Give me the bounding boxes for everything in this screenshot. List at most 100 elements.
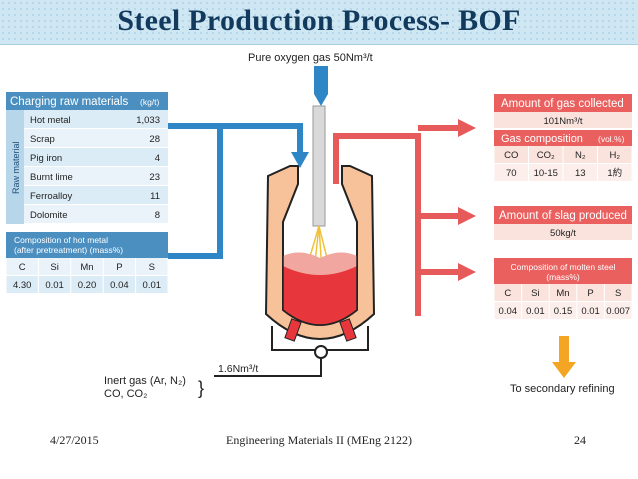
steel-value-cell [549, 302, 577, 319]
hot-metal-label-cell [136, 258, 168, 275]
hot-metal-value-cell [103, 276, 136, 293]
slide-title: Steel Production Process- BOF [117, 4, 521, 37]
oxygen-lance [312, 105, 326, 227]
gas-header: Amount of gas collected [501, 98, 624, 110]
steel-value-cell [522, 302, 549, 319]
hot-metal-header-2: (after pretreatment) (mass%) [14, 245, 123, 255]
steel-header-bg [494, 258, 632, 284]
secondary-refining-label: To secondary refining [510, 383, 615, 395]
charging-row-value: 28 [149, 134, 160, 145]
gas-label-cell [494, 146, 528, 163]
charging-table: Charging raw materials (kg/t) Raw materi… [6, 92, 168, 224]
footer-page: 24 [574, 433, 586, 447]
charging-row [24, 167, 168, 185]
hot-metal-label: C [19, 262, 26, 273]
hot-metal-table: Composition of hot metal (after pretreat… [6, 232, 168, 293]
hot-metal-value: 0.04 [110, 280, 129, 291]
steel-value: 0.01 [581, 306, 600, 317]
steel-header-2: (mass%) [546, 272, 580, 282]
steel-label: C [504, 288, 511, 299]
slag-arrow-head [458, 207, 476, 225]
oxygen-label: Pure oxygen gas 50Nm³/t [248, 52, 373, 64]
slag-layer [283, 252, 357, 275]
hot-metal-value: 0.01 [45, 280, 64, 291]
charging-unit: (kg/t) [140, 97, 160, 107]
charging-row [24, 129, 168, 147]
slag-table: Amount of slag produced 50kg/t [494, 206, 632, 240]
hot-metal-label: Mn [80, 262, 93, 273]
gas-value-cell [494, 164, 528, 181]
steel-label-cell [522, 284, 549, 301]
charging-row-value: 1,033 [136, 115, 160, 126]
bottom-tuyere-left [284, 318, 302, 342]
charging-row-value: 8 [155, 210, 160, 221]
charging-row-name: Burnt lime [30, 172, 73, 183]
title-pattern [0, 0, 638, 44]
gas-value: 10-15 [534, 168, 558, 179]
steel-value: 0.007 [606, 306, 630, 317]
hot-metal-header-1: Composition of hot metal [14, 235, 108, 245]
steel-label: Mn [556, 288, 569, 299]
hot-metal-label-cell [103, 258, 136, 275]
steel-label-cell [549, 284, 577, 301]
charging-arrow [168, 123, 303, 154]
steel-value: 0.15 [554, 306, 573, 317]
charging-header: Charging raw materials [10, 96, 128, 108]
hot-metal-header-bg [6, 232, 168, 258]
steel-value-cell [577, 302, 604, 319]
inert-gas-pipe-left [271, 326, 318, 351]
hot-metal-value: 0.01 [143, 280, 162, 291]
steel-arrow-head [458, 263, 476, 281]
bof-diagram: Pure oxygen gas 50Nm³/t To secondary ref… [0, 44, 638, 424]
steel-label: Si [531, 288, 539, 299]
gas-value-cell [529, 164, 563, 181]
hot-metal-label: P [116, 262, 122, 273]
hot-metal-label: Si [50, 262, 58, 273]
hot-metal-value: 0.20 [78, 280, 97, 291]
hot-metal-label-cell [38, 258, 71, 275]
steel-label: S [615, 288, 621, 299]
inert-gas-brace: } [198, 378, 204, 398]
hot-metal-value-cell [6, 276, 38, 293]
steel-label-cell [577, 284, 604, 301]
charging-row-name: Pig iron [30, 153, 62, 164]
slag-header-bg [494, 206, 632, 224]
gas-value-cell [598, 164, 632, 181]
charging-row-value: 11 [150, 191, 160, 202]
steel-value: 0.04 [499, 306, 518, 317]
slag-value-bg [494, 224, 632, 240]
footer-course: Engineering Materials II (MEng 2122) [226, 433, 412, 447]
output-trunk [333, 133, 421, 316]
gas-value: 101Nm³/t [543, 116, 582, 127]
gas-label: CO₂ [537, 150, 555, 161]
footer-date: 4/27/2015 [50, 433, 99, 447]
gas-value-bg [494, 112, 632, 128]
charging-row [24, 186, 168, 204]
charging-row-name: Dolomite [30, 210, 68, 221]
inert-gas-flow: 1.6Nm³/t [218, 363, 258, 375]
steel-label-cell [604, 284, 632, 301]
gas-value: 70 [506, 168, 517, 179]
slide-footer: 4/27/2015 Engineering Materials II (MEng… [0, 430, 638, 452]
refining-arrow-shaft [559, 336, 569, 364]
bof-diagram-svg: Pure oxygen gas 50Nm³/t To secondary ref… [6, 52, 632, 400]
bottom-tuyere-right [339, 318, 357, 342]
inert-gas-pipe-right [324, 326, 369, 351]
gas-label: CO [504, 150, 518, 161]
charging-row-name: Scrap [30, 134, 55, 145]
hot-metal-value-cell [136, 276, 168, 293]
gas-comp-header: Gas composition [501, 133, 583, 145]
inert-gas-line1: Inert gas (Ar, N₂) [104, 375, 186, 387]
gas-label-cell [598, 146, 632, 163]
oxygen-arrow-shaft [314, 66, 328, 94]
charging-row [24, 205, 168, 223]
hot-metal-value-cell [71, 276, 103, 293]
steel-value-cell [494, 302, 522, 319]
steel-value: 0.01 [526, 306, 545, 317]
hot-metal-value: 4.30 [13, 280, 32, 291]
charging-row-name: Ferroalloy [30, 191, 72, 202]
